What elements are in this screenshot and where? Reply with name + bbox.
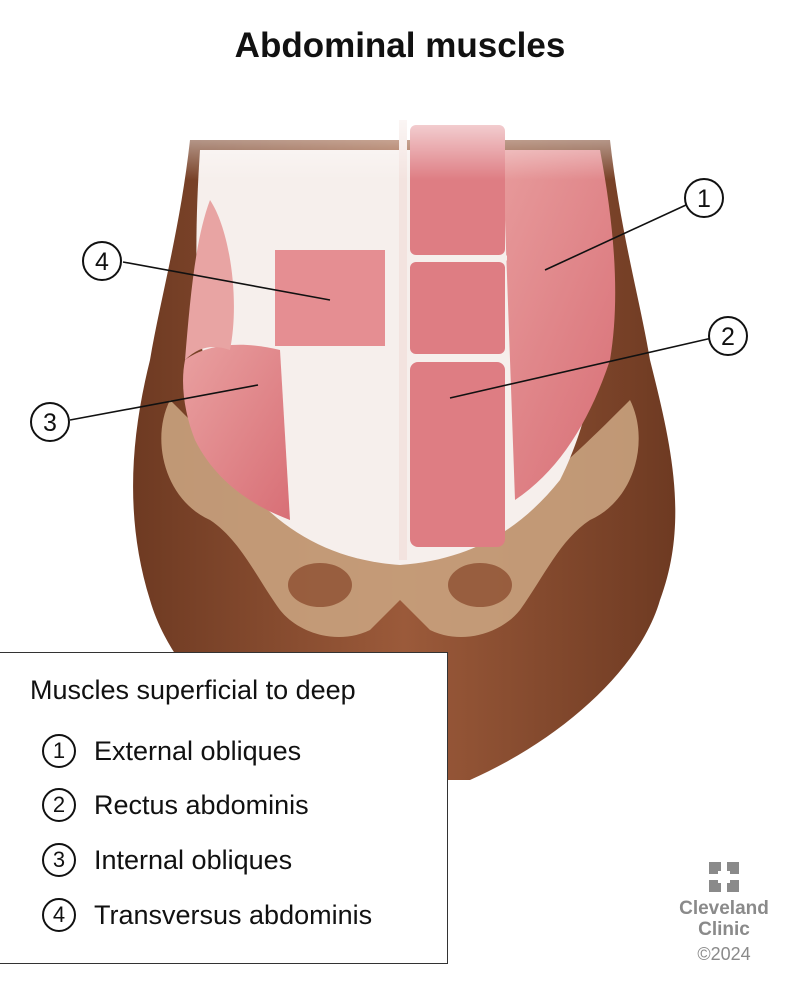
brand-name-line2: Clinic xyxy=(698,919,750,940)
diagram-title: Abdominal muscles xyxy=(234,26,566,65)
legend-number-3: 3 xyxy=(42,843,76,877)
legend-label-3: Internal obliques xyxy=(94,844,293,875)
internal-oblique-muscle xyxy=(183,344,290,520)
legend-item-transversus-abdominis: 4 Transversus abdominis xyxy=(42,895,372,935)
pelvis-bone xyxy=(161,400,639,638)
rectus-abdominis-muscle xyxy=(408,125,507,547)
external-oblique-muscle xyxy=(470,150,616,500)
callout-4-number: 4 xyxy=(95,248,109,276)
upper-left-oblique-muscle xyxy=(185,200,234,360)
legend-label-4: Transversus abdominis xyxy=(94,899,373,930)
callout-3-leader xyxy=(69,384,259,421)
callout-1-number: 1 xyxy=(697,185,711,213)
legend-number-2: 2 xyxy=(42,788,76,822)
legend-number-4: 4 xyxy=(42,898,76,932)
callout-1: 1 xyxy=(684,178,724,218)
callout-2: 2 xyxy=(708,316,748,356)
callout-1-leader xyxy=(544,204,687,271)
callout-2-leader xyxy=(449,337,713,399)
legend-label-2: Rectus abdominis xyxy=(94,789,309,820)
legend-item-internal-obliques: 3 Internal obliques xyxy=(42,840,292,880)
callout-4-leader xyxy=(122,261,331,301)
top-fade xyxy=(150,90,650,180)
callout-3: 3 xyxy=(30,402,70,442)
transversus-abdominis-muscle xyxy=(275,250,385,346)
legend-item-external-obliques: 1 External obliques xyxy=(42,731,301,771)
cleveland-clinic-branding: Cleveland Clinic ©2024 xyxy=(668,862,780,965)
brand-name-line1: Cleveland xyxy=(679,898,769,919)
legend-label-1: External obliques xyxy=(94,735,302,766)
obturator-right xyxy=(448,563,512,607)
legend-heading: Muscles superficial to deep xyxy=(30,675,356,705)
obturator-left xyxy=(288,563,352,607)
cleveland-clinic-logo-icon xyxy=(709,862,739,892)
copyright: ©2024 xyxy=(697,944,751,964)
callout-2-number: 2 xyxy=(721,323,735,351)
callout-4: 4 xyxy=(82,241,122,281)
callout-3-number: 3 xyxy=(43,409,57,437)
legend-number-1: 1 xyxy=(42,734,76,768)
legend-item-rectus-abdominis: 2 Rectus abdominis xyxy=(42,785,309,825)
legend-box: Muscles superficial to deep 1 External o… xyxy=(0,652,448,964)
